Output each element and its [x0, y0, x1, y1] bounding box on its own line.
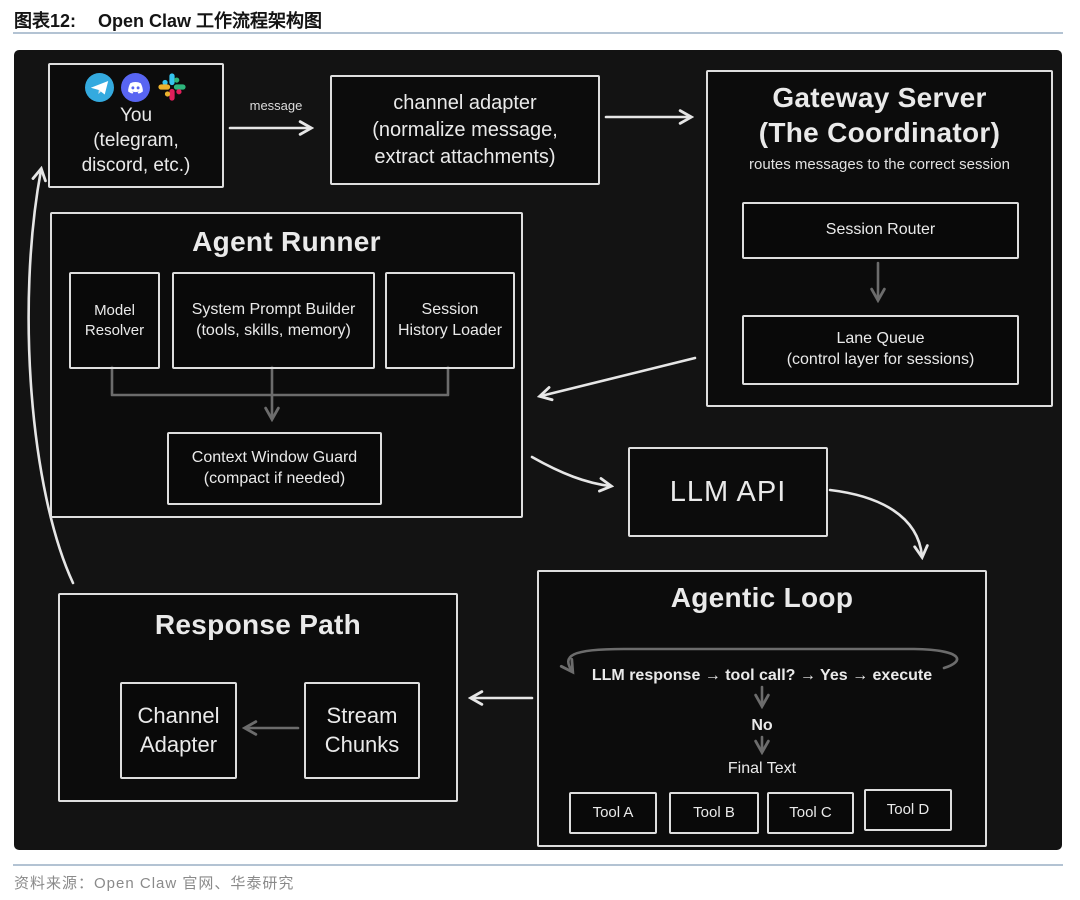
llm-api-box: LLM API: [628, 447, 828, 537]
response-path-title: Response Path: [154, 609, 362, 640]
gateway-title-line2: (The Coordinator): [758, 117, 1001, 148]
header-divider: [13, 32, 1063, 34]
figure-title: Open Claw 工作流程架构图: [98, 11, 323, 31]
tool-d-label: Tool D: [886, 801, 930, 819]
stream-chunks-line2: Chunks: [324, 731, 400, 757]
channel-adapter-line2: (normalize message,: [372, 118, 558, 141]
chat-platform-icons: [85, 72, 187, 102]
agentic-loop-cycle-text: LLM response → tool call? → Yes → execut…: [591, 667, 933, 684]
architecture-diagram: You (telegram, discord, etc.) message ch…: [14, 50, 1062, 850]
you-box-line1: You: [119, 105, 153, 126]
session-history-loader-box: Session History Loader: [385, 272, 515, 369]
you-box-line2: (telegram,: [93, 130, 179, 152]
model-resolver-line2: Resolver: [84, 321, 145, 339]
prompt-builder-line2: (tools, skills, memory): [196, 321, 351, 339]
tool-c-box: Tool C: [767, 792, 854, 834]
telegram-icon: [85, 72, 114, 102]
gateway-subtitle: routes messages to the correct session: [749, 156, 1010, 173]
agent-runner-title: Agent Runner: [192, 226, 381, 257]
runner-to-llm-arrow: [530, 455, 610, 486]
tool-d-box: Tool D: [864, 789, 952, 831]
tool-c-label: Tool C: [789, 804, 832, 822]
context-guard-line2: (compact if needed): [203, 469, 346, 487]
response-path-box: Response Path Channel Adapter Stream Chu…: [58, 593, 458, 802]
footer-divider: [13, 864, 1063, 866]
figure-label: 图表12:: [14, 11, 77, 31]
lane-queue-line1: Lane Queue: [836, 330, 925, 348]
tool-b-label: Tool B: [693, 804, 735, 822]
model-resolver-line1: Model: [94, 302, 135, 319]
tool-b-box: Tool B: [669, 792, 759, 834]
gateway-server-box: Gateway Server (The Coordinator) routes …: [706, 70, 1053, 407]
response-channel-line2: Adapter: [139, 731, 218, 757]
llm-api-label: LLM API: [669, 475, 787, 508]
agent-runner-box: Agent Runner Model Resolver System Promp…: [50, 212, 523, 518]
you-box: You (telegram, discord, etc.): [48, 63, 224, 188]
channel-adapter-box: channel adapter (normalize message, extr…: [330, 75, 600, 185]
you-box-line3: discord, etc.): [81, 155, 191, 177]
context-guard-line1: Context Window Guard: [191, 448, 358, 466]
message-arrow-label: message: [249, 98, 303, 113]
slack-icon: [158, 73, 186, 101]
response-channel-line1: Channel: [137, 702, 220, 728]
figure-header: 图表12: Open Claw 工作流程架构图: [14, 7, 322, 33]
lane-queue-line2: (control layer for sessions): [786, 351, 975, 368]
history-loader-line2: History Loader: [397, 321, 503, 339]
history-loader-line1: Session: [421, 300, 479, 318]
session-router-box: Session Router: [742, 202, 1019, 259]
session-router-label: Session Router: [825, 221, 936, 239]
tool-a-label: Tool A: [592, 804, 634, 822]
source-note: 资料来源：Open Claw 官网、华泰研究: [14, 875, 295, 892]
prompt-builder-line1: System Prompt Builder: [191, 300, 356, 318]
tool-a-box: Tool A: [569, 792, 657, 834]
model-resolver-box: Model Resolver: [69, 272, 160, 369]
lane-queue-box: Lane Queue (control layer for sessions): [742, 315, 1019, 385]
agentic-loop-box: Agentic Loop LLM response → tool call? →…: [537, 570, 987, 847]
response-channel-adapter-box: Channel Adapter: [120, 682, 237, 779]
response-to-you-return-arrow: [27, 170, 75, 585]
stream-chunks-line1: Stream: [326, 702, 398, 728]
system-prompt-builder-box: System Prompt Builder (tools, skills, me…: [172, 272, 375, 369]
llm-to-loop-arrow: [828, 488, 922, 556]
channel-adapter-line1: channel adapter: [393, 91, 537, 114]
gateway-title-line1: Gateway Server: [772, 82, 987, 113]
final-text-label: Final Text: [727, 760, 797, 777]
discord-icon: [121, 72, 150, 102]
channel-adapter-line3: extract attachments): [374, 145, 556, 168]
agentic-loop-title: Agentic Loop: [670, 582, 854, 613]
context-window-guard-box: Context Window Guard (compact if needed): [167, 432, 382, 505]
gateway-to-runner-arrow: [541, 356, 697, 396]
stream-chunks-box: Stream Chunks: [304, 682, 420, 779]
no-label: No: [751, 717, 773, 734]
